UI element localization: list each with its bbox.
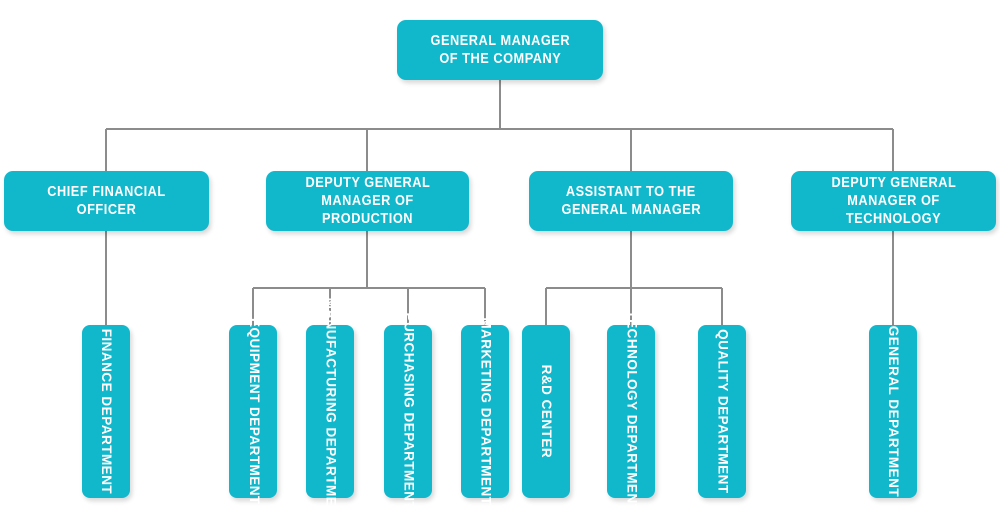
node-purchasing-department[interactable]: PURCHASING DEPARTMENT: [384, 313, 432, 510]
node-assistant-to-general-manager-line2: GENERAL MANAGER: [561, 202, 701, 218]
node-deputy-general-manager-technology-line1: DEPUTY GENERAL: [831, 174, 956, 191]
node-chief-financial-officer[interactable]: CHIEF FINANCIAL OFFICER: [4, 171, 209, 231]
node-equipment-department[interactable]: EQUIPMENT DEPARTMENT: [229, 318, 277, 505]
node-marketing-department[interactable]: MARKETING DEPARTMENT: [461, 317, 509, 506]
node-equipment-department-label: EQUIPMENT DEPARTMENT: [246, 318, 262, 505]
node-quality-department[interactable]: QUALITY DEPARTMENT: [698, 325, 746, 498]
node-purchasing-department-label: PURCHASING DEPARTMENT: [401, 312, 417, 511]
node-chief-financial-officer-line1: CHIEF FINANCIAL OFFICER: [47, 183, 166, 218]
node-general-manager-text: GENERAL MANAGER OF THE COMPANY: [421, 32, 580, 68]
node-general-manager-line1: GENERAL MANAGER: [430, 32, 570, 49]
node-general-manager[interactable]: GENERAL MANAGER OF THE COMPANY: [397, 20, 603, 80]
node-technology-department[interactable]: TECHNOLOGY DEPARTMENT: [607, 310, 655, 513]
node-marketing-department-label: MARKETING DEPARTMENT: [478, 317, 494, 506]
node-chief-financial-officer-text: CHIEF FINANCIAL OFFICER: [12, 183, 201, 219]
node-general-manager-line2: OF THE COMPANY: [438, 51, 561, 67]
node-deputy-general-manager-production-line2: MANAGER OF PRODUCTION: [321, 192, 414, 228]
node-deputy-general-manager-technology[interactable]: DEPUTY GENERAL MANAGER OF TECHNOLOGY: [791, 171, 996, 231]
node-general-department-label: GENERAL DEPARTMENT: [886, 325, 902, 498]
node-deputy-general-manager-technology-line2: MANAGER OF TECHNOLOGY: [845, 192, 942, 228]
node-assistant-to-general-manager[interactable]: ASSISTANT TO THE GENERAL MANAGER: [529, 171, 733, 231]
node-deputy-general-manager-production[interactable]: DEPUTY GENERAL MANAGER OF PRODUCTION: [266, 171, 469, 231]
node-finance-department[interactable]: FINANCE DEPARTMENT: [82, 325, 130, 498]
node-deputy-general-manager-technology-text: DEPUTY GENERAL MANAGER OF TECHNOLOGY: [799, 174, 988, 228]
node-assistant-to-general-manager-line1: ASSISTANT TO THE: [566, 183, 696, 200]
node-rd-center[interactable]: R&D CENTER: [522, 325, 570, 498]
node-general-department[interactable]: GENERAL DEPARTMENT: [869, 325, 917, 498]
node-manufacturing-department[interactable]: MANUFACTURING DEPARTMENT: [306, 298, 354, 525]
node-manufacturing-department-label: MANUFACTURING DEPARTMENT: [323, 297, 339, 526]
node-technology-department-label: TECHNOLOGY DEPARTMENT: [624, 310, 640, 513]
node-deputy-general-manager-production-text: DEPUTY GENERAL MANAGER OF PRODUCTION: [274, 174, 461, 228]
node-finance-department-label: FINANCE DEPARTMENT: [99, 328, 115, 495]
node-rd-center-label: R&D CENTER: [539, 364, 555, 459]
node-deputy-general-manager-production-line1: DEPUTY GENERAL: [305, 174, 430, 191]
node-quality-department-label: QUALITY DEPARTMENT: [715, 329, 731, 494]
node-assistant-to-general-manager-text: ASSISTANT TO THE GENERAL MANAGER: [552, 183, 711, 219]
